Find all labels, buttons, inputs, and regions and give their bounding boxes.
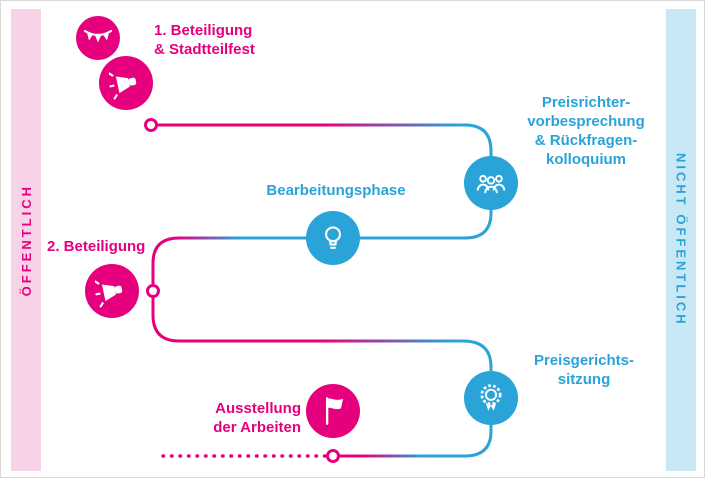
label-preisgericht: Preisgerichts- sitzung (533, 352, 635, 388)
milestone-dot (146, 284, 160, 298)
label-beteiligung2: 2. Beteiligung (47, 238, 146, 255)
not-public-band: NICHT ÖFFENTLICH (666, 9, 696, 471)
bunting-icon (83, 29, 113, 43)
lightbulb-icon (325, 226, 341, 249)
not-public-band-label: NICHT ÖFFENTLICH (673, 153, 689, 327)
people-icon (476, 174, 506, 194)
node-stadtteilfest (76, 16, 120, 60)
node-preisgericht (464, 371, 518, 425)
public-band: ÖFFENTLICH (11, 9, 41, 471)
public-band-label: ÖFFENTLICH (18, 183, 34, 297)
label-ausstellung: Ausstellung der Arbeiten (213, 400, 301, 436)
milestone-dot (144, 118, 158, 132)
node-preisrichter (464, 156, 518, 210)
node-ausstellung (306, 384, 360, 438)
label-preisrichter: Preisrichter- vorbesprechung & Rückfrage… (527, 94, 645, 168)
node-beteiligung2 (85, 264, 139, 318)
node-beteiligung1 (99, 56, 153, 110)
medal-icon (480, 384, 502, 411)
flag-icon (325, 397, 344, 425)
label-beteiligung1: 1. Beteiligung & Stadtteilfest (154, 22, 255, 58)
megaphone-icon (109, 72, 137, 100)
milestone-dot (326, 449, 340, 463)
megaphone-icon (95, 280, 123, 308)
node-bearbeitungsphase (306, 211, 360, 265)
label-bearbeitungsphase: Bearbeitungsphase (266, 182, 406, 199)
